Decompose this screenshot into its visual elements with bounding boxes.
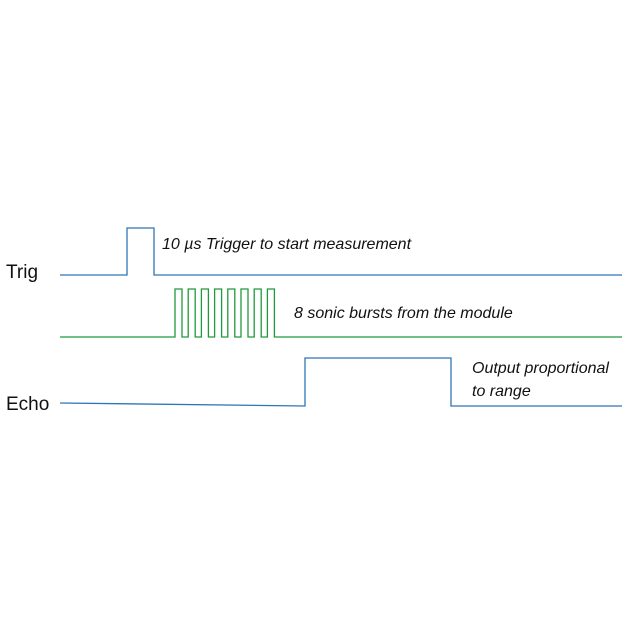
echo-label: Echo [6,394,49,415]
burst-waveform [60,288,622,338]
trigger-annotation: 10 µs Trigger to start measurement [162,236,412,253]
trig-waveform [60,227,622,276]
bursts-annotation: 8 sonic bursts from the module [294,305,513,322]
echo-waveform [59,357,622,407]
echo-annotation-line2: to range [472,383,531,400]
trig-label: Trig [6,262,38,283]
echo-annotation-line1: Output proportional [472,360,609,377]
